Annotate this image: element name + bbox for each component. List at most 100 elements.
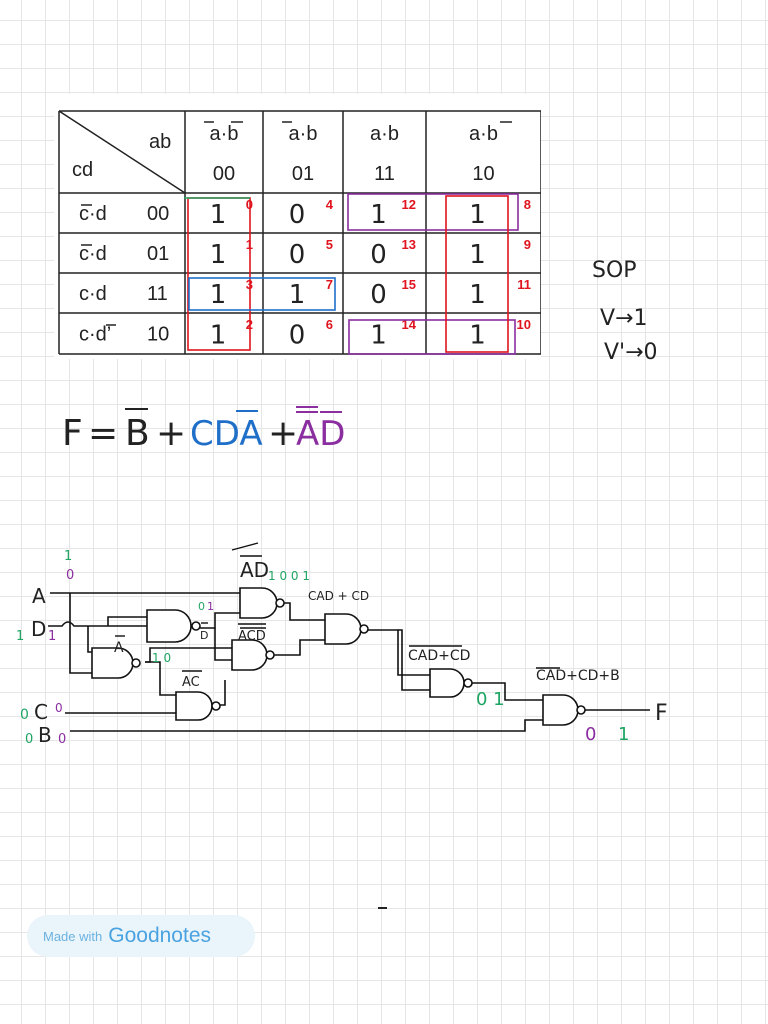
formula-plus-1: +: [156, 413, 186, 454]
note-v-to-1: V→1: [600, 306, 648, 331]
kmap-cell-index: 4: [326, 197, 334, 212]
group-b-bar-right: [445, 195, 509, 353]
nand-gate-cad-cd: [324, 613, 362, 645]
label-a-bar: A: [114, 640, 124, 656]
kmap-col-expr-0: a·b: [210, 123, 239, 145]
kmap-cell-index: 5: [326, 237, 333, 252]
group-cda: [188, 277, 336, 311]
nand-gate-cad-cd-bar-bubble: [463, 678, 473, 688]
kmap-row-expr-0: c·d: [79, 203, 107, 225]
circuit-gates: [91, 587, 586, 726]
kmap-row-code-2: 11: [147, 283, 168, 305]
kmap-col-expr-3: a·b: [469, 123, 498, 145]
kmap-cell-value: 1: [210, 240, 227, 270]
made-with-goodnotes-badge[interactable]: Made with Goodnotes: [27, 915, 255, 957]
kmap-row-code-0: 00: [147, 203, 169, 225]
kmap-col-expr-1: a·b: [289, 123, 318, 145]
kmap-corner-cd: cd: [72, 159, 93, 181]
label-final-expression: CAD+CD+B: [536, 668, 620, 684]
kmap-cell-index: 12: [402, 197, 416, 212]
output-f-label: F: [655, 701, 668, 726]
kmap-corner-ab: ab: [149, 131, 171, 153]
kmap-cell-value: 0: [370, 280, 387, 310]
label-ac-bar: AC: [182, 675, 200, 690]
kmap-cell-value: 1: [289, 280, 306, 310]
kmap-col-code-3: 10: [472, 163, 494, 185]
value-out-01: 0 1: [476, 689, 505, 710]
kmap-cell-value: 1: [469, 200, 486, 230]
nand-gate-cad-cd-bar: [429, 668, 465, 698]
kmap-row-expr-3: c·d’: [79, 324, 111, 346]
value-d-bar-0: 0: [198, 600, 205, 613]
nand-gate-d-bar-bubble: [191, 621, 201, 631]
value-mid-10: 1 0: [152, 651, 171, 665]
stray-pen-mark: [378, 907, 387, 909]
kmap-cell-index: 7: [326, 277, 333, 292]
kmap-row-expr-2: c·d: [79, 283, 107, 305]
kmap-cell-value: 1: [210, 200, 227, 230]
value-d-right: 1: [48, 629, 56, 644]
note-sop: SOP: [592, 258, 637, 283]
kmap-cell-index: 13: [402, 237, 416, 252]
nand-gate-final: [542, 694, 579, 726]
kmap-cell-value: 1: [370, 200, 387, 230]
kmap-col-expr-2: a·b: [370, 123, 399, 145]
kmap-cell-index: 6: [326, 317, 333, 332]
kmap-row-expr-1: c·d: [79, 243, 107, 265]
kmap-cell-value: 1: [210, 321, 227, 351]
value-b-left: 0: [25, 732, 33, 747]
kmap-cell-value: 0: [289, 200, 306, 230]
kmap-cell-index: 9: [524, 237, 531, 252]
badge-brand: Goodnotes: [108, 924, 211, 947]
formula: F = B + CDA + AD: [62, 406, 345, 454]
value-d-bar-1: 1: [207, 600, 214, 613]
label-acd-bar: ACD: [238, 629, 266, 644]
nand-gate-ac-bar: [175, 691, 213, 721]
kmap-cell-value: 1: [210, 280, 227, 310]
kmap-col-code-0: 00: [213, 163, 235, 185]
label-cad-plus-cd-bar: CAD+CD: [408, 648, 470, 664]
kmap-row-code-3: 10: [147, 324, 169, 346]
value-c-left: 0: [20, 707, 29, 723]
kmap-cell-value: 1: [370, 321, 387, 351]
kmap-col-code-2: 11: [374, 163, 395, 185]
kmap-cell-value: 1: [469, 321, 486, 351]
value-b-right: 0: [58, 732, 66, 747]
kmap-cell-index: 8: [524, 197, 531, 212]
label-ad-bar: AD: [240, 558, 269, 582]
kmap-cell-value: 0: [370, 240, 387, 270]
value-f-purple: 0: [585, 724, 596, 745]
formula-plus-2: +: [268, 413, 298, 454]
kmap-cell-value: 1: [469, 280, 486, 310]
kmap-cell-index: 15: [402, 277, 416, 292]
value-f-green: 1: [618, 724, 629, 745]
kmap-col-code-1: 01: [292, 163, 314, 185]
logic-circuit: A D C B F A D AC ACD AD CAD + CD CAD+CD …: [16, 542, 668, 747]
input-c-label: C: [34, 700, 48, 724]
nand-gate-a-bar: [91, 647, 134, 679]
note-vbar-to-0: V'→0: [604, 340, 658, 365]
formula-term-ad: AD: [296, 414, 345, 454]
nand-gate-ac-bar-bubble: [211, 701, 221, 711]
label-d-bar: D: [200, 629, 208, 642]
nand-gate-acd: [231, 639, 268, 671]
input-b-label: B: [38, 723, 52, 747]
nand-gate-acd-bubble: [265, 650, 275, 660]
kmap-cell-value: 0: [289, 240, 306, 270]
formula-f: F: [62, 413, 83, 454]
nand-gate-cad-cd-bubble: [359, 624, 369, 634]
nand-gate-a-bar-bubble: [131, 658, 141, 668]
formula-term-b: B: [125, 413, 150, 454]
nand-gate-ad-bubble: [275, 598, 285, 608]
value-ad-bits: 1 0 0 1: [268, 569, 310, 583]
value-d-left: 1: [16, 629, 24, 644]
nand-gate-ad: [239, 587, 278, 619]
label-cad-plus-cd: CAD + CD: [308, 589, 369, 603]
formula-equals: =: [88, 413, 118, 454]
value-a-1: 1: [64, 549, 72, 564]
nand-gate-final-bubble: [576, 705, 586, 715]
formula-term-cda: CDA: [190, 414, 263, 454]
badge-made-with: Made with: [43, 928, 103, 944]
